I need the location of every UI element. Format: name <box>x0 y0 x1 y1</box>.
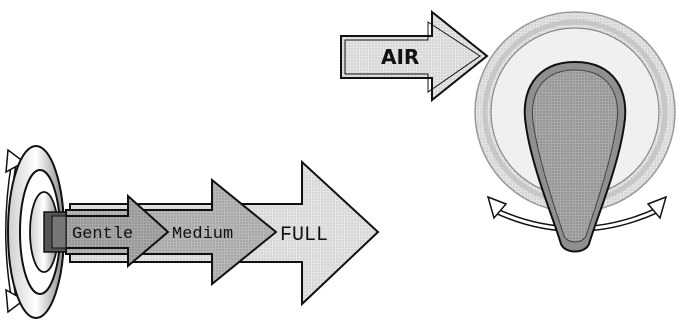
flow-level-full: FULL <box>280 224 328 247</box>
flow-level-gentle: Gentle <box>72 225 133 244</box>
air-label: AIR <box>381 45 419 69</box>
knob-dial <box>475 12 675 252</box>
flow-level-medium: Medium <box>172 225 233 244</box>
flow-arrows: Gentle Medium FULL <box>62 162 378 304</box>
nozzle-base <box>6 146 66 318</box>
air-arrow: AIR <box>341 12 487 100</box>
